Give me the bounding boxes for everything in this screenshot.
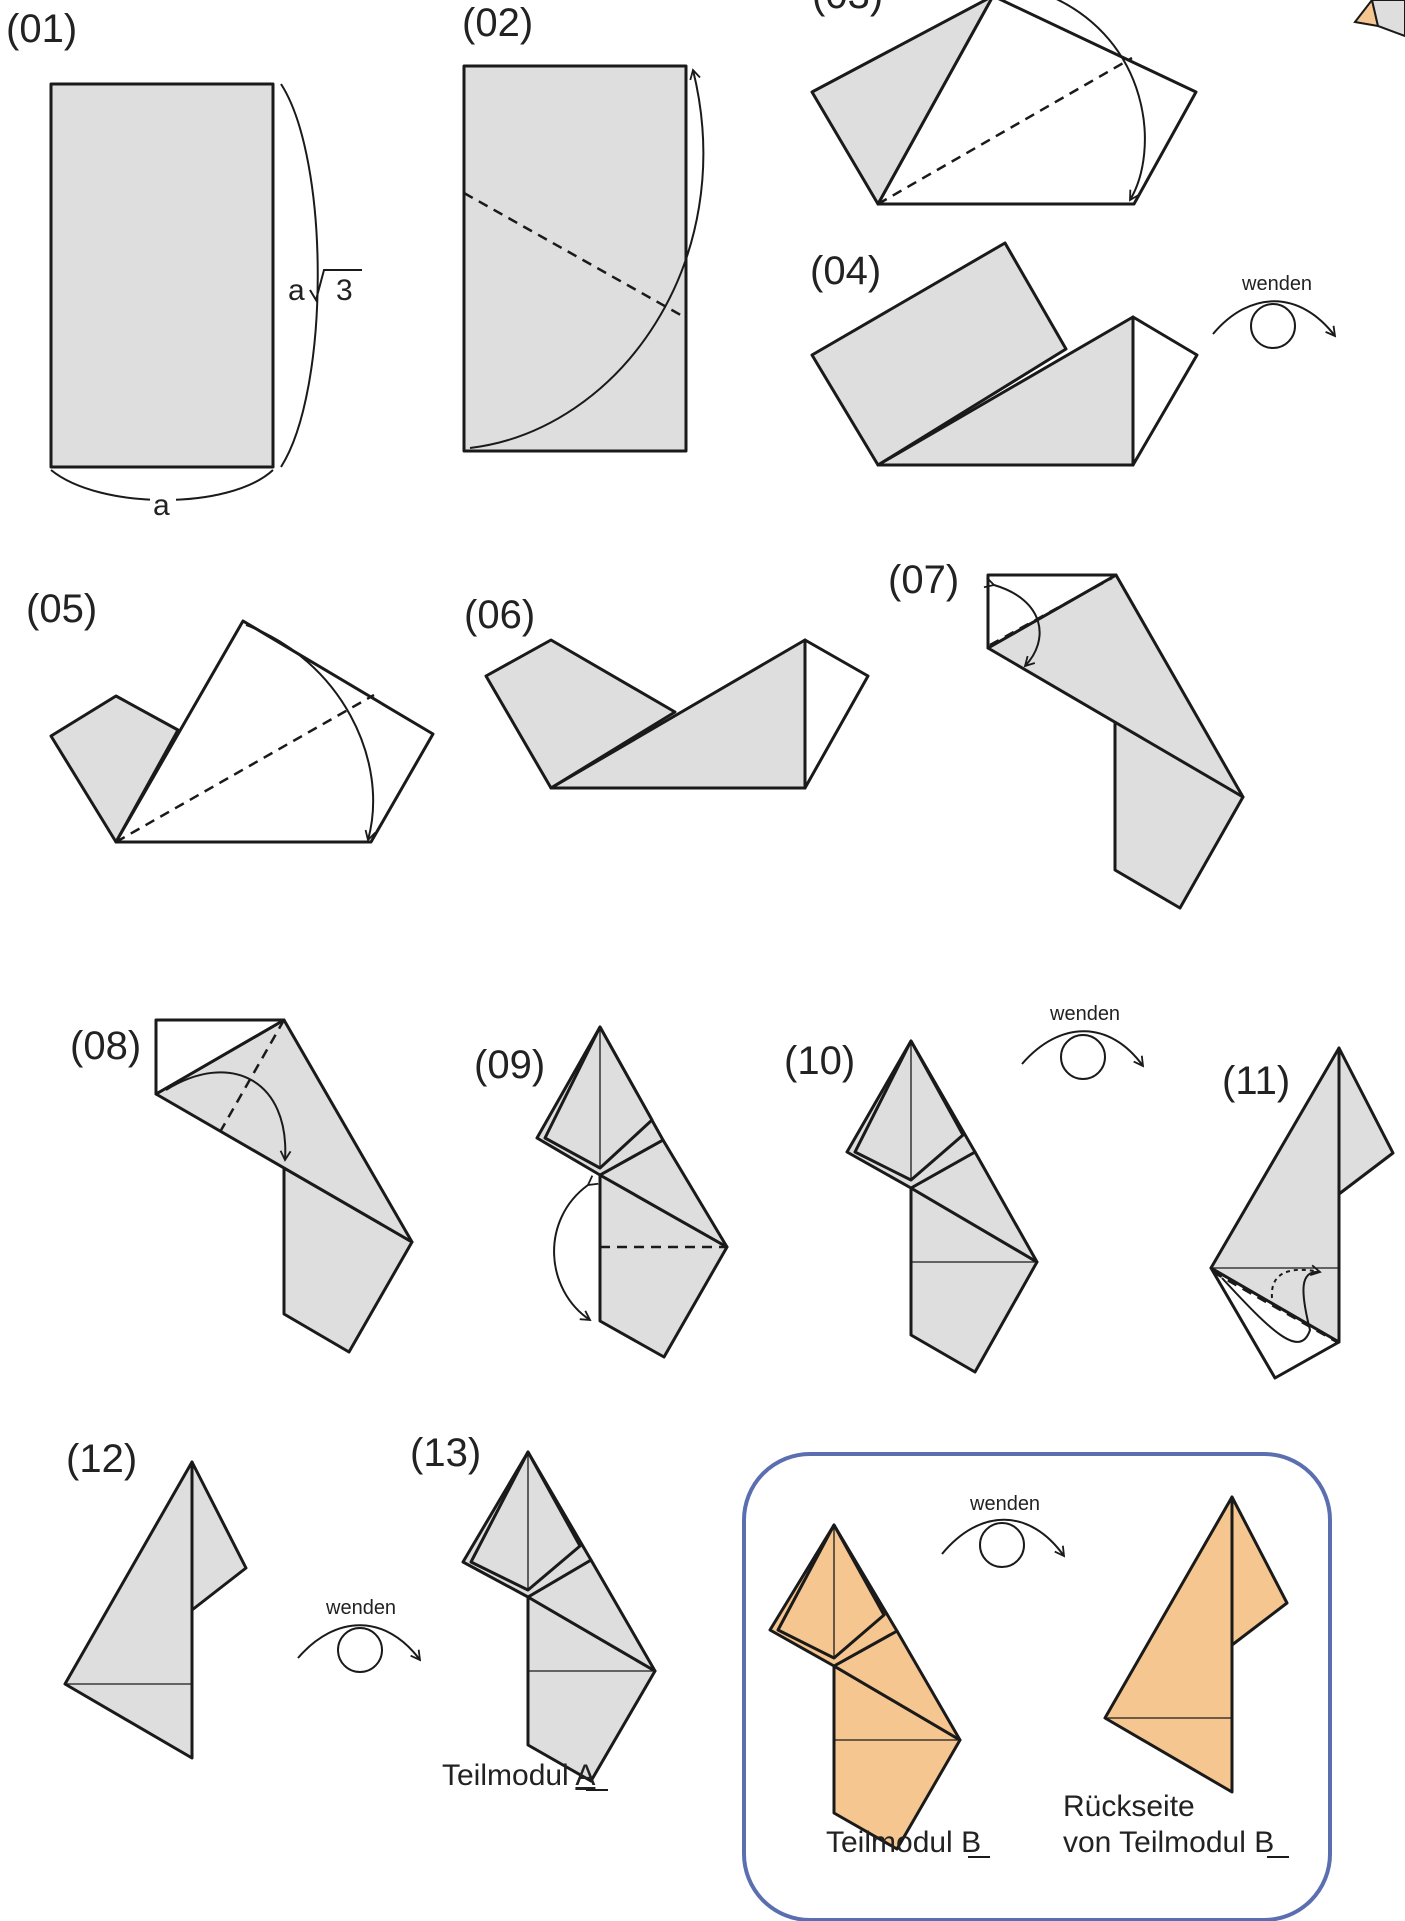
turn-label: wenden bbox=[325, 1597, 396, 1619]
step-01: (01) a 3 a bbox=[6, 7, 362, 522]
step-08: (08) bbox=[70, 1018, 414, 1354]
fold-arrow bbox=[245, 624, 376, 842]
sqrt-sign bbox=[309, 269, 362, 303]
white-corner bbox=[1131, 315, 1199, 467]
step-label-09: (09) bbox=[474, 1043, 545, 1087]
module-b-panel: wenden Teilmodul B Rückseite von Teilmod… bbox=[742, 1452, 1332, 1921]
fold-arrow bbox=[1221, 1270, 1321, 1343]
turn-label: wenden bbox=[969, 1493, 1040, 1515]
fold-arrow bbox=[1055, 0, 1146, 202]
caption-rueckseite: Rückseite bbox=[1063, 1790, 1195, 1823]
orange-flap bbox=[1230, 1495, 1289, 1647]
grey-flap bbox=[810, 241, 1068, 467]
step-06: (06) bbox=[464, 593, 870, 790]
step-07: (07) bbox=[888, 558, 1245, 910]
height-label-root: 3 bbox=[336, 274, 353, 307]
turn-over-icon: wenden bbox=[297, 1597, 422, 1673]
orange-body bbox=[1103, 1495, 1234, 1794]
caption-teilmodul-b: Teilmodul B bbox=[826, 1826, 981, 1859]
width-label-bg bbox=[150, 490, 176, 520]
caption-von-teilmodul-b: von Teilmodul B bbox=[1063, 1826, 1274, 1859]
grey-flap bbox=[190, 1460, 248, 1612]
paper-rectangle bbox=[49, 82, 275, 469]
fold-line bbox=[218, 1019, 286, 1133]
fold-line bbox=[1212, 1270, 1338, 1344]
grey-triangle bbox=[549, 638, 807, 790]
fold-line bbox=[877, 56, 1133, 206]
width-label: a bbox=[153, 489, 170, 522]
grey-flap bbox=[1337, 1046, 1395, 1196]
step-11: (11) bbox=[1209, 1046, 1395, 1380]
turn-over-icon: wenden bbox=[941, 1493, 1066, 1568]
grey-body bbox=[63, 1460, 194, 1760]
step-label-02: (02) bbox=[462, 1, 533, 45]
grey-triangle bbox=[810, 0, 993, 206]
turn-label: wenden bbox=[1049, 1003, 1120, 1025]
step-10: (10) wenden bbox=[784, 1003, 1145, 1374]
white-corner bbox=[154, 1018, 286, 1096]
step-label-11: (11) bbox=[1222, 1059, 1290, 1103]
module-b-front bbox=[768, 1523, 962, 1851]
step-02: (02) bbox=[462, 1, 705, 453]
grey-triangle bbox=[876, 315, 1135, 467]
step-label-06: (06) bbox=[464, 593, 535, 637]
fold-arrow bbox=[165, 1071, 292, 1162]
step-09: (09) bbox=[474, 1025, 729, 1359]
height-brace bbox=[280, 83, 319, 468]
step-05: (05) bbox=[26, 587, 435, 844]
step-12: (12) wenden bbox=[63, 1437, 422, 1760]
fold-arrow bbox=[983, 577, 1041, 668]
turn-label: wenden bbox=[1241, 273, 1312, 295]
white-corner bbox=[803, 638, 870, 790]
grey-flap bbox=[484, 638, 677, 790]
fold-arrow bbox=[469, 68, 705, 449]
step-label-03: (03) bbox=[812, 0, 883, 17]
step-label-04: (04) bbox=[810, 249, 881, 293]
step-label-07: (07) bbox=[888, 558, 959, 602]
fold-line bbox=[115, 693, 375, 844]
step-13: (13) Teilmodul A bbox=[410, 1431, 657, 1792]
fold-arrow bbox=[553, 1175, 599, 1322]
fold-line bbox=[463, 191, 687, 320]
step-label-08: (08) bbox=[70, 1024, 141, 1068]
step-04: (04) wenden bbox=[810, 241, 1337, 467]
panel-frame bbox=[742, 1452, 1332, 1921]
star-corner bbox=[1370, 0, 1405, 38]
turn-over-icon: wenden bbox=[1212, 273, 1337, 349]
step-label-05: (05) bbox=[26, 587, 97, 631]
module-b-back bbox=[1103, 1495, 1289, 1794]
step-label-10: (10) bbox=[784, 1039, 855, 1083]
caption-teilmodul-a: Teilmodul A bbox=[442, 1759, 595, 1792]
turn-over-icon: wenden bbox=[1021, 1003, 1145, 1080]
step-label-01: (01) bbox=[6, 7, 77, 51]
paper-rectangle bbox=[462, 64, 688, 453]
step-label-12: (12) bbox=[66, 1437, 137, 1481]
height-label-a: a bbox=[288, 274, 305, 307]
step-03: (03) bbox=[810, 0, 1405, 206]
fold-arrow-behind bbox=[1270, 1264, 1322, 1299]
grey-flap bbox=[49, 694, 180, 844]
step-label-13: (13) bbox=[410, 1431, 481, 1475]
